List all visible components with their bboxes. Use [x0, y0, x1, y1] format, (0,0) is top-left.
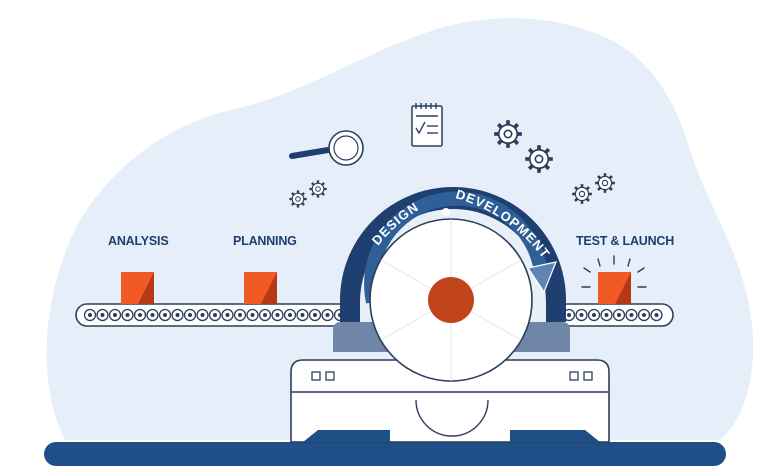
conveyor-roller — [600, 308, 613, 322]
conveyor-roller — [121, 308, 134, 322]
launch-sparkles — [581, 255, 647, 288]
conveyor-roller — [650, 308, 663, 322]
conveyor-roller — [625, 308, 638, 322]
checklist-icon — [411, 103, 443, 147]
box-planning — [244, 272, 277, 304]
box-test-launch — [598, 272, 631, 304]
conveyor-roller — [296, 308, 309, 322]
conveyor-roller — [637, 308, 651, 322]
stage-label-analysis: ANALYSIS — [108, 234, 169, 248]
conveyor-roller — [108, 308, 122, 322]
conveyor-roller — [208, 308, 222, 322]
stage-label-test-launch: TEST & LAUNCH — [576, 234, 675, 248]
conveyor-roller — [171, 308, 184, 322]
conveyor-roller — [221, 308, 234, 322]
conveyor-roller — [612, 308, 626, 322]
conveyor-roller — [258, 308, 272, 322]
conveyor-roller — [233, 308, 247, 322]
stage-label-planning: PLANNING — [233, 234, 297, 248]
conveyor-roller — [196, 308, 209, 322]
conveyor-roller — [83, 308, 97, 322]
conveyor-roller — [283, 308, 297, 322]
arc-arrowhead-icon — [527, 261, 557, 294]
magnifier-icon — [289, 130, 364, 166]
conveyor-roller — [183, 308, 197, 322]
conveyor-roller — [321, 308, 334, 322]
conveyor-roller — [146, 308, 159, 322]
conveyor-roller — [96, 308, 109, 322]
conveyor-roller — [575, 308, 588, 322]
conveyor-roller — [246, 308, 259, 322]
machine-wheel — [369, 218, 533, 382]
box-analysis — [121, 272, 154, 304]
conveyor-roller — [271, 308, 284, 322]
wheel-hub — [428, 277, 474, 323]
floor-bar — [44, 442, 726, 466]
conveyor-roller — [133, 308, 147, 322]
conveyor-roller — [587, 308, 601, 322]
conveyor-roller — [158, 308, 172, 322]
conveyor-left — [75, 303, 367, 327]
conveyor-roller — [308, 308, 322, 322]
